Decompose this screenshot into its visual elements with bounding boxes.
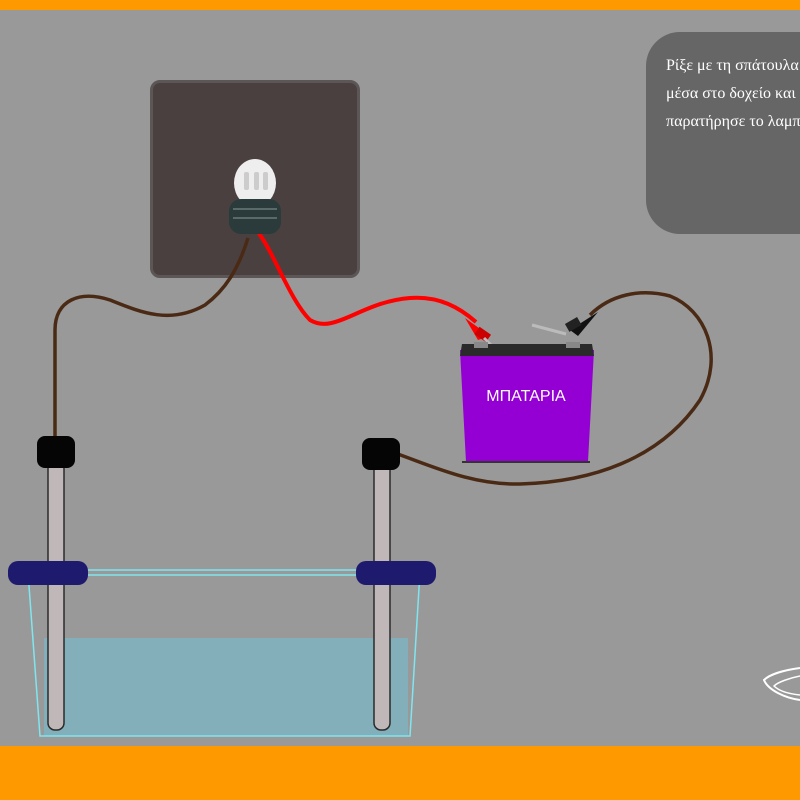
instruction-text: Ρίξε με τη σπάτουλα μέσα στο δοχείο και … bbox=[666, 52, 800, 136]
left-electrode-rod bbox=[47, 461, 65, 731]
bulb-icon bbox=[229, 159, 281, 234]
instruction-bubble: Ρίξε με τη σπάτουλα μέσα στο δοχείο και … bbox=[646, 32, 800, 234]
bulb-base bbox=[229, 199, 281, 234]
battery-icon bbox=[460, 342, 594, 463]
instruction-line-1: Ρίξε με τη σπάτουλα bbox=[666, 57, 799, 74]
instruction-line-2: μέσα στο δοχείο και bbox=[666, 85, 796, 102]
top-frame-bar bbox=[0, 0, 800, 10]
wire-right-electrode bbox=[391, 291, 713, 486]
battery-top bbox=[460, 344, 594, 356]
left-holder bbox=[8, 561, 88, 585]
battery-label: ΜΠΑΤΑΡΙΑ bbox=[486, 388, 566, 405]
left-electrode-cap bbox=[37, 436, 75, 468]
water bbox=[44, 638, 408, 736]
beaker-icon[interactable] bbox=[27, 569, 422, 737]
spatula-icon[interactable] bbox=[762, 667, 800, 701]
wire-left-electrode bbox=[53, 237, 250, 440]
right-electrode-rod bbox=[373, 461, 391, 731]
bottom-frame-bar bbox=[0, 746, 800, 800]
instruction-line-3: παρατήρησε το λαμπάκι bbox=[666, 113, 800, 130]
electrode-icon[interactable] bbox=[37, 436, 400, 731]
wire-positive bbox=[256, 230, 478, 326]
battery-body bbox=[460, 350, 594, 462]
beaker-outline bbox=[27, 571, 421, 737]
right-electrode-cap bbox=[362, 438, 400, 470]
clamp-icon[interactable] bbox=[465, 312, 598, 350]
right-holder bbox=[356, 561, 436, 585]
